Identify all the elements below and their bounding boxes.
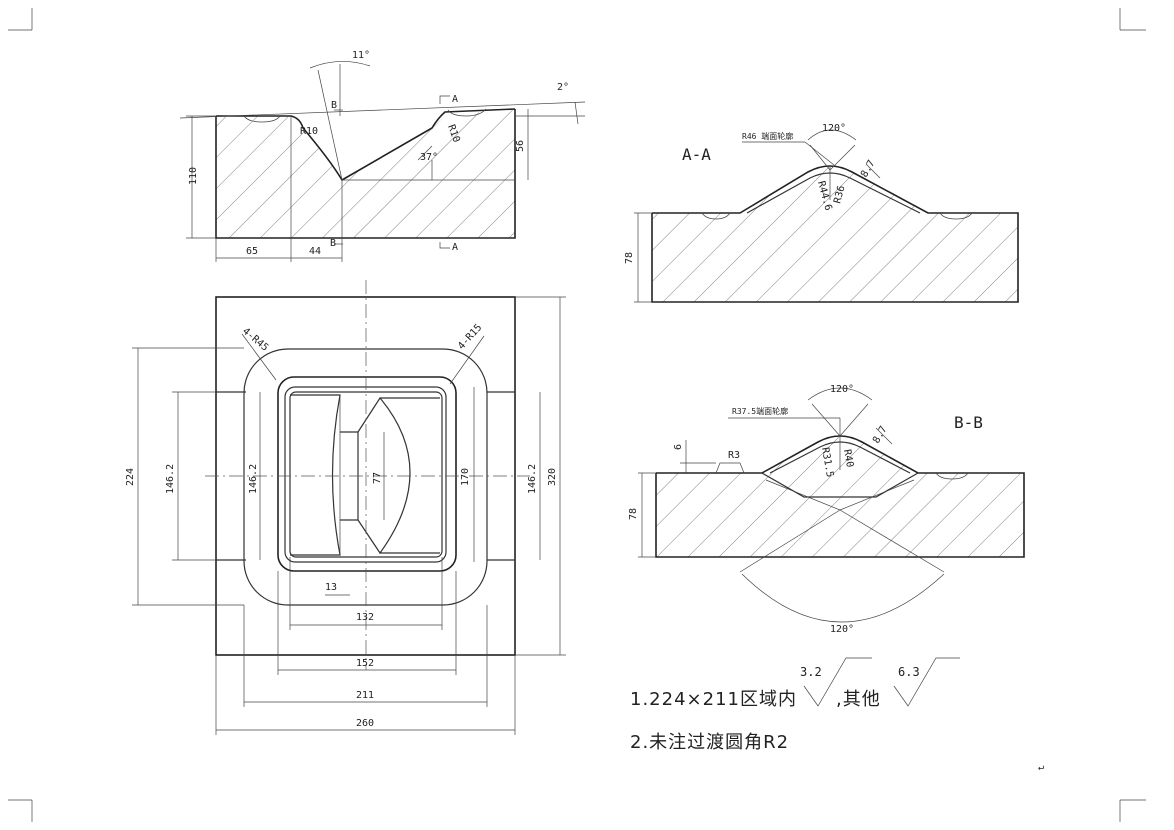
- roughness-symbol-2: [893, 657, 960, 707]
- section-bb-title: B-B: [954, 413, 983, 432]
- front-section-a-bottom: A: [452, 242, 458, 253]
- plan-dim-146-inner: 146.2: [248, 464, 259, 494]
- section-bb-note-r375: R37.5端面轮廓: [732, 406, 788, 416]
- section-aa-dim-78: 78: [624, 252, 635, 264]
- section-bb-r40: R40: [841, 449, 855, 469]
- plan-dim-152: 152: [356, 658, 374, 669]
- plan-dim-224: 224: [125, 468, 136, 486]
- front-view-section-body: [216, 109, 515, 238]
- front-radius-left: R10: [300, 126, 318, 137]
- section-bb-r3: R3: [728, 450, 740, 461]
- plan-dim-146-right: 146.2: [527, 464, 538, 494]
- section-b-b: B-B R37.5端面轮廓 120° 8.7 R40 R31.5 R3 6 78…: [628, 384, 1025, 635]
- section-aa-angle-120: 120°: [822, 123, 846, 134]
- front-dim-110: 110: [188, 167, 199, 185]
- plan-dim-13: 13: [325, 582, 337, 593]
- note-line-1-suffix: ,其他: [836, 689, 881, 710]
- section-bb-dim-6: 6: [673, 444, 684, 450]
- front-view: 11° 2° B B A A R10 R10 37° 110 56 65 44: [179, 50, 586, 262]
- plan-dim-77: 77: [372, 472, 383, 484]
- front-section-b-bottom: B: [330, 238, 336, 249]
- roughness-symbol-1: [803, 657, 872, 707]
- note-line-1-prefix: 1.224×211区域内: [630, 689, 797, 710]
- plan-view: 4-R45 4-R15 224 146.2 146.2 77 170 146.2…: [125, 280, 566, 735]
- plan-dim-132: 132: [356, 612, 374, 623]
- roughness-value-1: 3.2: [800, 665, 822, 679]
- return-mark: ↵: [1038, 762, 1044, 773]
- section-aa-title: A-A: [682, 145, 711, 164]
- plan-dim-260: 260: [356, 718, 374, 729]
- plan-dim-211: 211: [356, 690, 374, 701]
- section-a-a: A-A R46 端面轮廓 120° 8.7 R44.6 R36 78: [624, 123, 1019, 303]
- front-angle-37: 37°: [420, 152, 438, 163]
- front-section-a-top: A: [452, 94, 458, 105]
- front-angle-2: 2°: [557, 82, 569, 93]
- plan-corner-inner: 4-R15: [456, 322, 484, 352]
- technical-notes: 1.224×211区域内 3.2 ,其他 6.3 2.未注过渡圆角R2 ↵: [630, 657, 1044, 773]
- front-dim-56: 56: [515, 140, 526, 152]
- plan-dim-320: 320: [547, 468, 558, 486]
- front-section-b-top: B: [331, 100, 337, 111]
- section-aa-r36: R36: [832, 184, 847, 204]
- section-bb-r315: R31.5: [819, 447, 835, 479]
- plan-dim-170: 170: [460, 468, 471, 486]
- plan-corner-outer: 4-R45: [240, 326, 270, 354]
- section-bb-dim-78: 78: [628, 508, 639, 520]
- roughness-value-2: 6.3: [898, 665, 920, 679]
- plan-dim-146-left: 146.2: [165, 464, 176, 494]
- section-aa-body: [652, 167, 1018, 302]
- note-line-2: 2.未注过渡圆角R2: [630, 732, 789, 753]
- front-dim-65: 65: [246, 246, 258, 257]
- sheet-corner-marks: [8, 8, 1146, 822]
- front-angle-11: 11°: [352, 50, 370, 61]
- front-dim-44: 44: [309, 246, 321, 257]
- section-bb-angle-120-bottom: 120°: [830, 624, 854, 635]
- section-bb-dim-87: 8.7: [871, 424, 890, 445]
- section-aa-note-r46: R46 端面轮廓: [742, 131, 793, 141]
- section-bb-angle-120-top: 120°: [830, 384, 854, 395]
- section-aa-dim-87: 8.7: [859, 158, 878, 179]
